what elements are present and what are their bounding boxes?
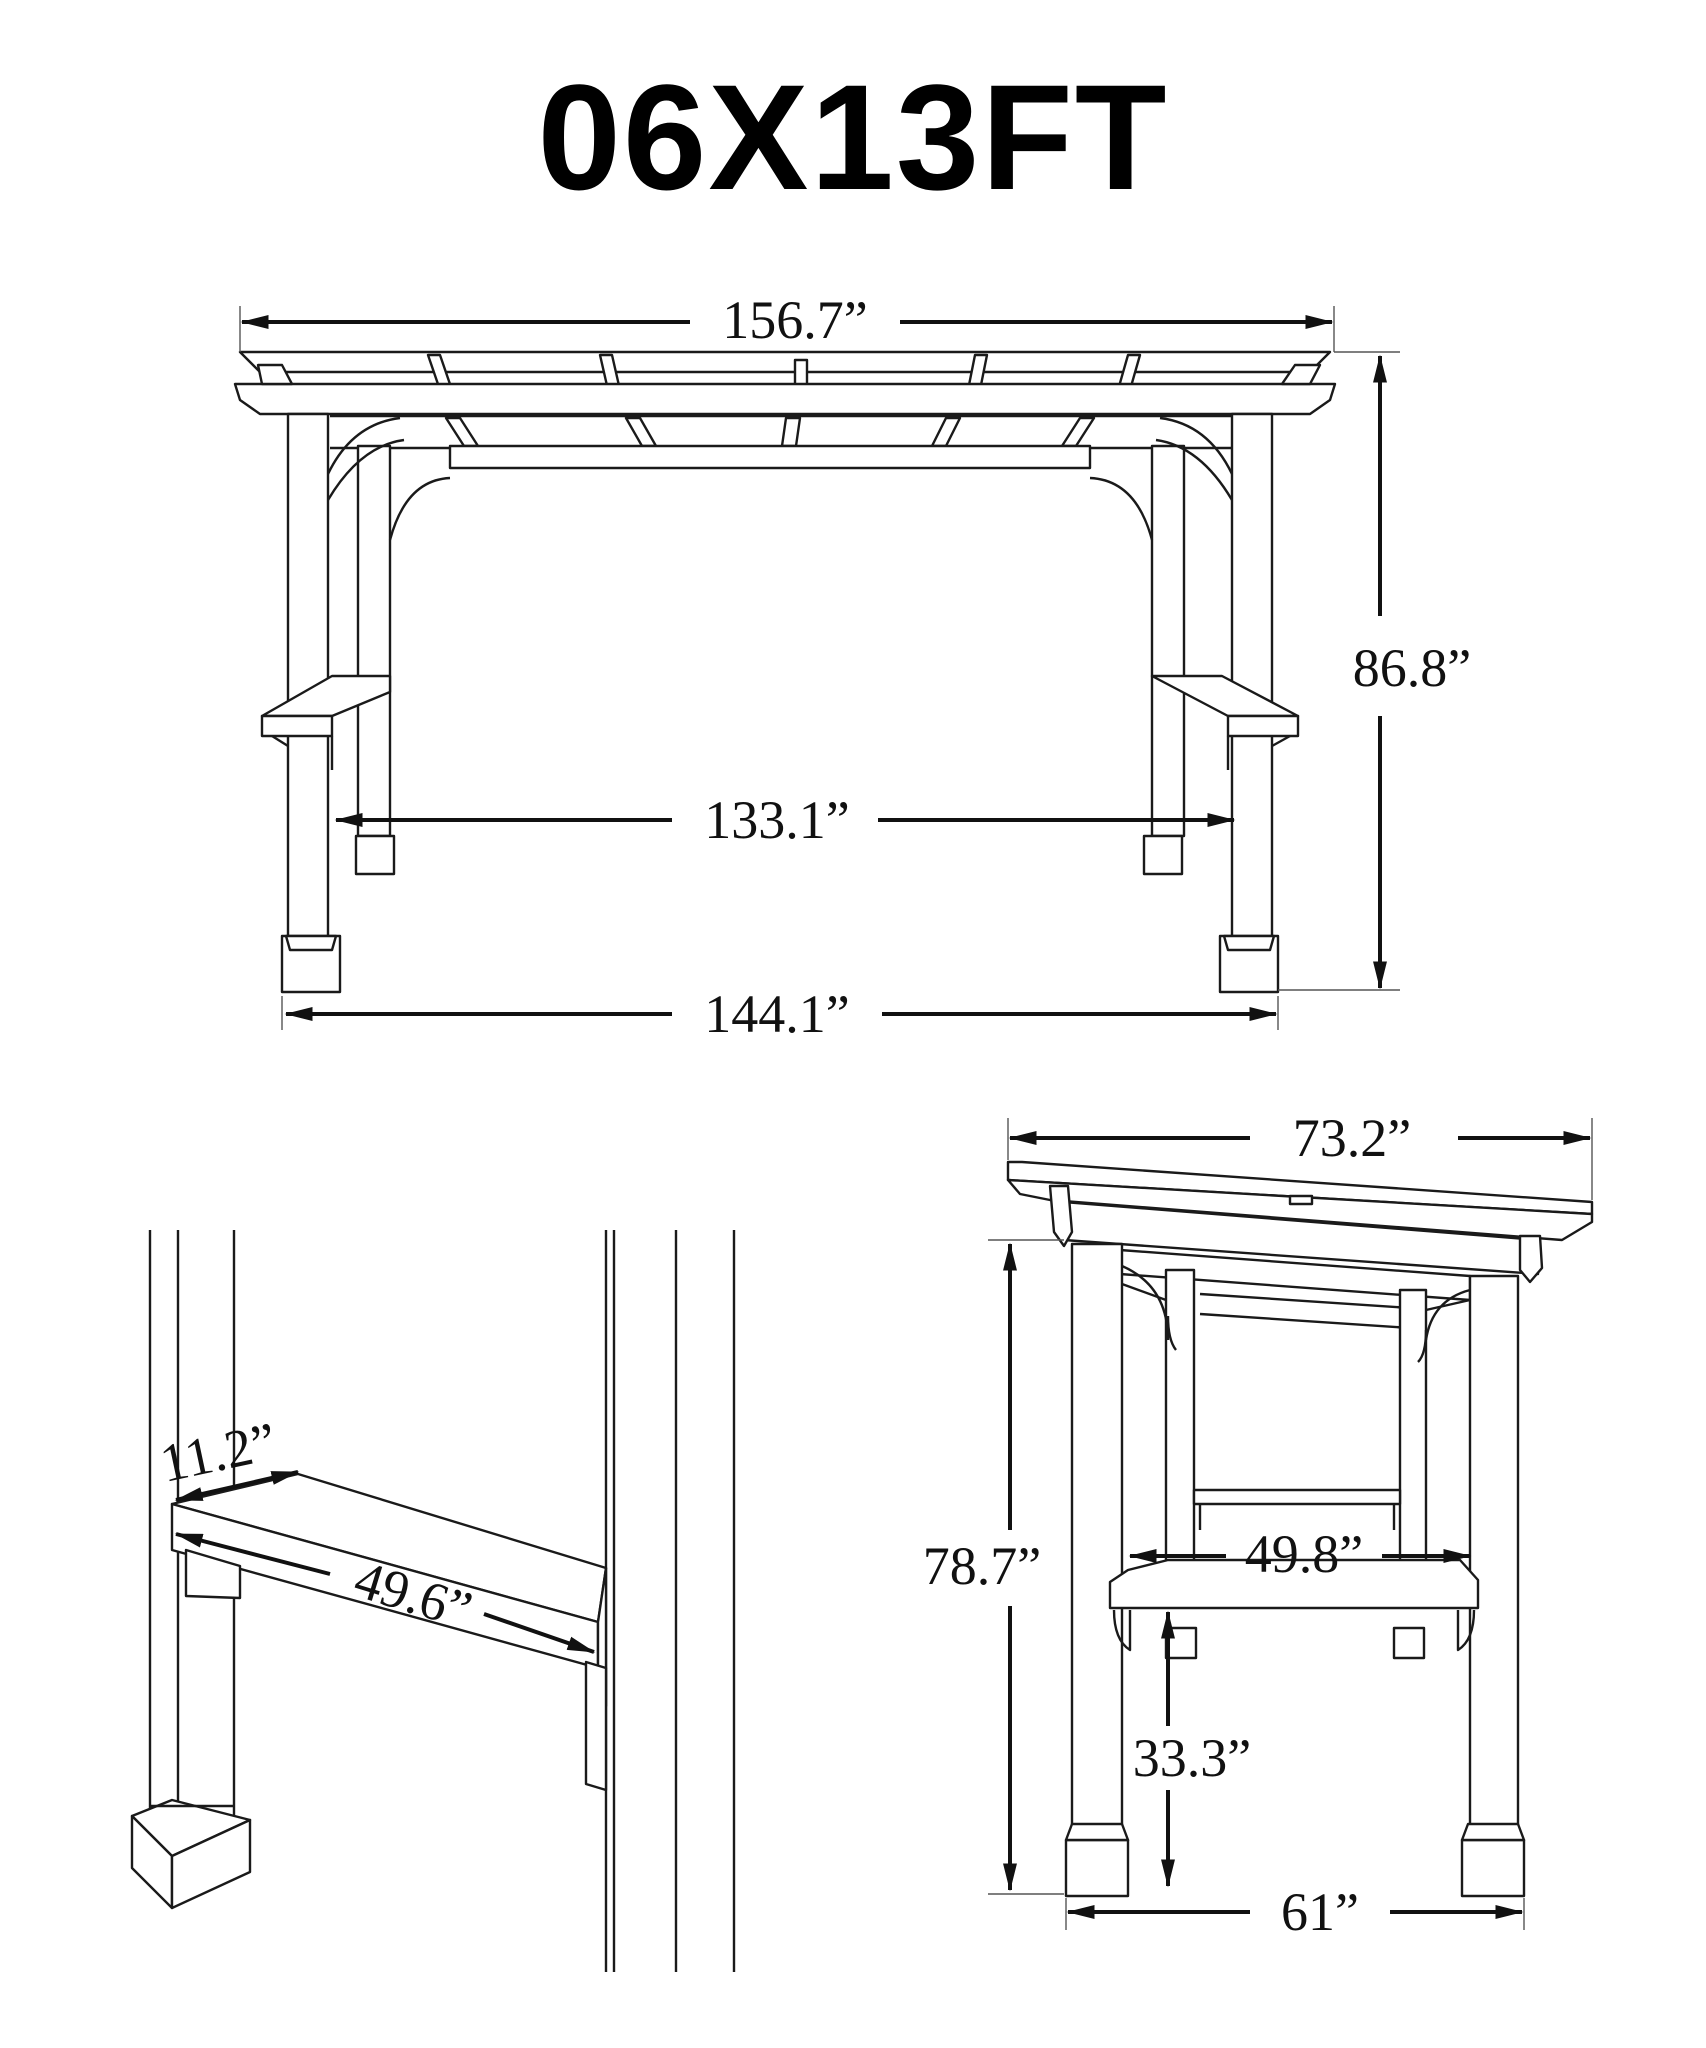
dim-side-bench-span: 49.8”: [1245, 1524, 1363, 1584]
dim-side-overall-width: 73.2”: [1293, 1108, 1411, 1168]
side-view: 73.2” 78.7” 49.8” 33.3” 61”: [923, 1108, 1594, 1942]
dim-front-height: 86.8”: [1353, 638, 1471, 698]
bench-detail-view: 11.2” 49.6”: [130, 1230, 736, 1972]
dim-side-height: 78.7”: [923, 1536, 1041, 1596]
dim-side-bench-height: 33.3”: [1133, 1728, 1251, 1788]
dim-front-overall-width: 156.7”: [722, 290, 867, 350]
dim-front-inner-span: 133.1”: [704, 790, 849, 850]
dim-front-outer-span: 144.1”: [704, 984, 849, 1044]
page-title: 06X13FT: [537, 53, 1169, 221]
front-view: 156.7” 86.8” 133.1” 144.1”: [233, 290, 1471, 1044]
dim-side-base-span: 61”: [1281, 1882, 1359, 1942]
